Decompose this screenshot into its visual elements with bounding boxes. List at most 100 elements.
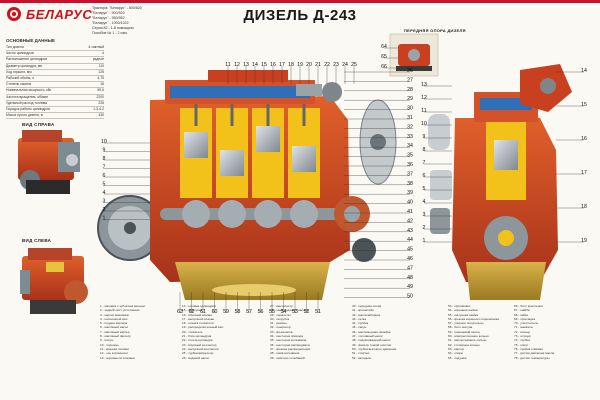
callout-number: 25 <box>351 62 357 68</box>
model-line: Серия 82 - 1-й помощник <box>92 26 134 30</box>
poster-title: ДИЗЕЛЬ Д-243 <box>243 7 357 24</box>
callout-18: 18 <box>556 204 587 210</box>
legend-entry: 58 - болт шатуна <box>448 325 473 330</box>
legend-entry: 19 - распределительный вал <box>182 325 224 330</box>
callout-3: 3 <box>103 199 150 205</box>
callout-number: 9 <box>423 134 426 140</box>
callout-number: 7 <box>103 165 106 171</box>
callout-number: 36 <box>407 162 413 168</box>
callout-15: 15 <box>556 102 587 108</box>
model-line: "Беларус" - 950/952 <box>92 16 125 20</box>
legend-entry: 53 - противовес <box>448 304 471 308</box>
callout-24: 24 <box>342 62 348 84</box>
callout-60: 60 <box>212 292 217 315</box>
legend-entry: 52 - вкладыш <box>352 355 372 360</box>
callout-number: 20 <box>306 62 312 68</box>
callout-52: 52 <box>304 292 309 315</box>
spec-row: Диаметр цилиндра, мм 110 <box>6 64 104 70</box>
callout-40: 40 <box>344 200 413 206</box>
callout-number: 43 <box>407 228 413 234</box>
spec-label: Число цилиндров <box>6 51 34 56</box>
callout-number: 48 <box>407 275 413 281</box>
spec-value: 4 <box>102 51 104 56</box>
callout-49: 49 <box>344 284 413 290</box>
callout-number: 51 <box>315 309 321 315</box>
callout-11: 11 <box>225 62 231 84</box>
callout-12: 12 <box>421 95 452 101</box>
legend-entry: 39 - гаситель колебаний <box>270 355 305 360</box>
legend-entry: 38 - шкив коленвала <box>270 351 300 356</box>
legend-entry: 71 - манжета <box>514 325 533 330</box>
callout-39: 39 <box>344 190 413 196</box>
legend-entry: 61 - маслосъёмное кольцо <box>448 338 487 343</box>
callout-number: 41 <box>407 209 413 215</box>
callout-number: 1 <box>423 238 426 244</box>
callout-26: 26 <box>344 68 413 74</box>
callout-37: 37 <box>344 171 413 177</box>
callout-number: 57 <box>246 309 252 315</box>
callout-number: 63 <box>177 309 183 315</box>
legend-entry: 5 - поддон картера <box>100 321 128 326</box>
callout-35: 35 <box>344 153 413 159</box>
callout-number: 8 <box>103 156 106 162</box>
callout-number: 6 <box>423 173 426 179</box>
legend-entry: 75 - хомут <box>514 342 529 347</box>
callout-number: 3 <box>423 212 426 218</box>
callout-51: 51 <box>315 292 321 315</box>
callout-number: 40 <box>407 200 413 206</box>
callout-number: 11 <box>225 62 230 68</box>
callout-number: 8 <box>423 147 426 153</box>
callout-number: 26 <box>407 68 413 74</box>
callout-44: 44 <box>344 237 413 243</box>
callout-54: 54 <box>281 292 287 315</box>
callout-number: 7 <box>423 160 426 166</box>
callout-number: 38 <box>407 181 413 187</box>
callout-number: 46 <box>407 256 413 262</box>
front-support-label: ПЕРЕДНЯЯ ОПОРА ДИЗЕЛЯ <box>404 28 466 33</box>
callout-number: 35 <box>407 153 413 159</box>
spec-label: Диаметр цилиндра, мм <box>6 63 43 68</box>
legend-entry: 76 - пробка сливная <box>514 346 543 351</box>
spec-label: Номинальная мощность, кВт <box>6 88 52 93</box>
callout-56: 56 <box>258 292 263 315</box>
legend-entry: 62 - стопорное кольцо <box>448 342 480 347</box>
spec-label: Ход поршня, мм <box>6 69 32 74</box>
callout-number: 16 <box>581 136 587 142</box>
callout-58: 58 <box>235 292 241 315</box>
legend-entry: 51 - стартер <box>352 351 370 356</box>
callout-number: 54 <box>281 309 287 315</box>
legend-entry: 23 - впускной коллектор <box>182 342 217 347</box>
legend-entry: 41 - кронштейн <box>352 308 374 313</box>
spec-label: Удельный расход топлива <box>6 100 48 105</box>
view-left-label: ВИД СЛЕВА <box>22 238 52 243</box>
legend-entry: 21 - блок цилиндров <box>182 334 212 339</box>
callout-number: 6 <box>103 173 106 179</box>
main-engine-cutaway <box>97 70 397 300</box>
callout-number: 9 <box>103 148 106 154</box>
legend-entry: 29 - термостат <box>270 312 291 317</box>
callout-number: 58 <box>235 309 241 315</box>
callout-36: 36 <box>344 162 413 168</box>
legend-entry: 8 - масляный фильтр <box>100 334 131 339</box>
callout-number: 14 <box>581 68 587 74</box>
spec-value: 110 <box>98 63 104 68</box>
view-right-label: ВИД СПРАВА <box>22 122 55 127</box>
callout-number: 10 <box>101 139 107 145</box>
callout-number: 32 <box>407 124 413 130</box>
callout-number: 2 <box>423 225 426 231</box>
callout-2: 2 <box>423 225 452 231</box>
legend-entry: 72 - кольцо <box>514 329 531 334</box>
callout-number: 13 <box>243 62 249 68</box>
spec-label: Частота вращения, об/мин <box>6 94 49 99</box>
